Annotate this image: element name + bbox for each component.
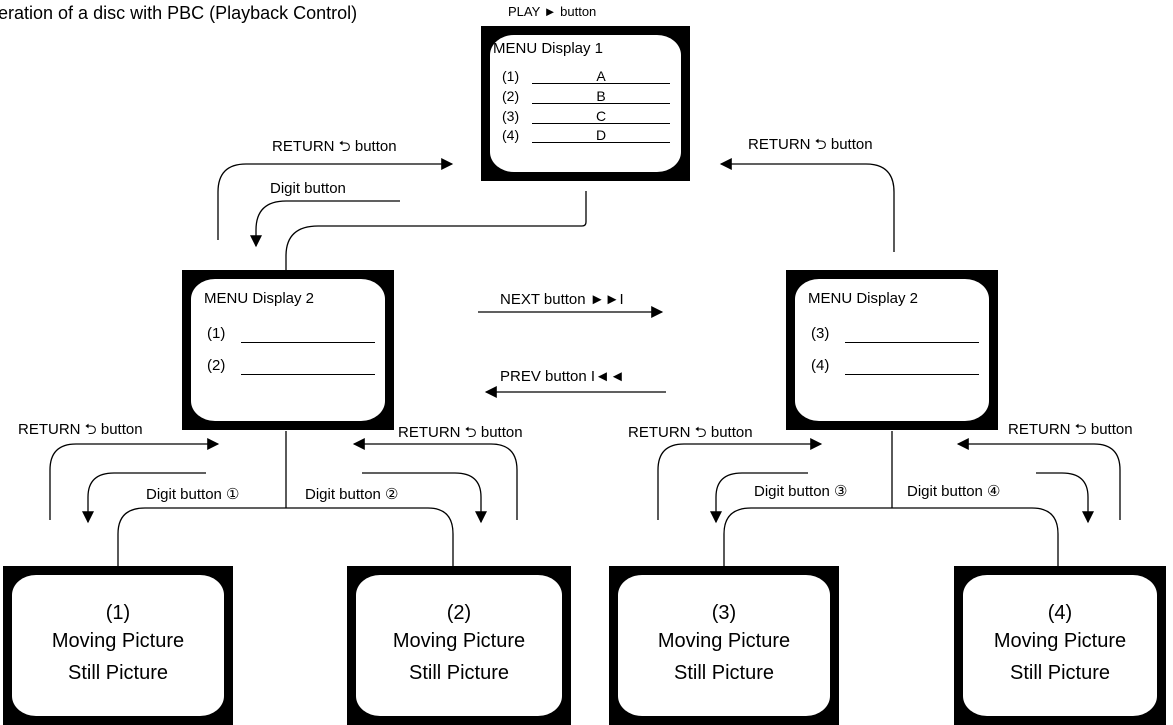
play-button-label: PLAY ► button: [508, 4, 597, 19]
menu-display-2-right-screen: MENU Display 2 (3) (4): [786, 270, 998, 430]
picture-number: (1): [105, 602, 131, 624]
menu1-to-menu2-left-line: [285, 191, 587, 270]
menu-display-1-screen: MENU Display 1 (1) A (2) B (3) C (4) D: [481, 26, 690, 181]
digit-arrow-3: [710, 472, 808, 524]
menu2-row-num: (2): [207, 357, 226, 374]
digit-arrow-4: [1036, 472, 1094, 524]
diagram-title: eration of a disc with PBC (Playback Con…: [0, 3, 358, 23]
menu1-row-item: B: [532, 88, 670, 104]
next-label: NEXT button ►►I: [500, 291, 624, 308]
menu2-row-line: [845, 359, 979, 375]
menu-display-2-title: MENU Display 2: [204, 290, 315, 307]
return-arrow-1: [49, 438, 220, 520]
menu1-row-num: (4): [502, 127, 520, 143]
digit-arrow-1: [82, 472, 206, 524]
digit-arrow-top: [250, 200, 400, 248]
return-label-2: RETURN ⮌ button: [398, 424, 523, 441]
digit-label-2: Digit button ②: [305, 486, 399, 503]
return-arrow-4: [956, 438, 1121, 520]
menu-display-1-title: MENU Display 1: [493, 40, 604, 57]
return-arrow-top-right: [719, 158, 895, 252]
menu2-row-line: [241, 359, 375, 375]
picture-number: (4): [1047, 602, 1073, 624]
return-label-4: RETURN ⮌ button: [1008, 421, 1133, 438]
picture-moving: Moving Picture: [392, 630, 526, 652]
picture-moving: Moving Picture: [51, 630, 185, 652]
menu2-row-num: (4): [811, 357, 830, 374]
digit-label-3: Digit button ③: [754, 483, 848, 500]
menu-display-2-left-screen: MENU Display 2 (1) (2): [182, 270, 394, 430]
picture-moving: Moving Picture: [657, 630, 791, 652]
return-label-top-right: RETURN ⮌ button: [748, 136, 873, 153]
menu1-row-num: (3): [502, 108, 520, 124]
menu2-row-line: [845, 327, 979, 343]
digit-label-top: Digit button: [270, 180, 346, 197]
return-label-top-left: RETURN ⮌ button: [272, 138, 397, 155]
prev-label: PREV button I◄◄: [500, 368, 625, 385]
return-label-3: RETURN ⮌ button: [628, 424, 753, 441]
menu1-row-num: (1): [502, 68, 520, 84]
return-label-1: RETURN ⮌ button: [18, 421, 143, 438]
picture-still: Still Picture: [408, 662, 510, 684]
digit-label-1: Digit button ①: [146, 486, 240, 503]
return-arrow-3: [657, 438, 823, 520]
menu-display-2-title: MENU Display 2: [808, 290, 919, 307]
picture-screen-4: (4) Moving Picture Still Picture: [954, 566, 1166, 725]
picture-still: Still Picture: [1009, 662, 1111, 684]
menu1-row-item: C: [532, 108, 670, 124]
menu1-row-item: A: [532, 68, 670, 84]
menu1-row-num: (2): [502, 88, 520, 104]
picture-number: (2): [446, 602, 472, 624]
picture-screen-1: (1) Moving Picture Still Picture: [3, 566, 233, 725]
menu1-row-item: D: [532, 127, 670, 143]
picture-still: Still Picture: [673, 662, 775, 684]
menu2-row-line: [241, 327, 375, 343]
picture-still: Still Picture: [67, 662, 169, 684]
picture-moving: Moving Picture: [993, 630, 1127, 652]
menu2-row-num: (3): [811, 325, 830, 342]
digit-label-4: Digit button ④: [907, 483, 1001, 500]
picture-screen-2: (2) Moving Picture Still Picture: [347, 566, 571, 725]
menu2-row-num: (1): [207, 325, 226, 342]
return-arrow-2: [352, 438, 518, 520]
picture-number: (3): [711, 602, 737, 624]
picture-screen-3: (3) Moving Picture Still Picture: [609, 566, 839, 725]
digit-arrow-2: [362, 472, 487, 524]
return-arrow-top-left: [217, 158, 454, 240]
